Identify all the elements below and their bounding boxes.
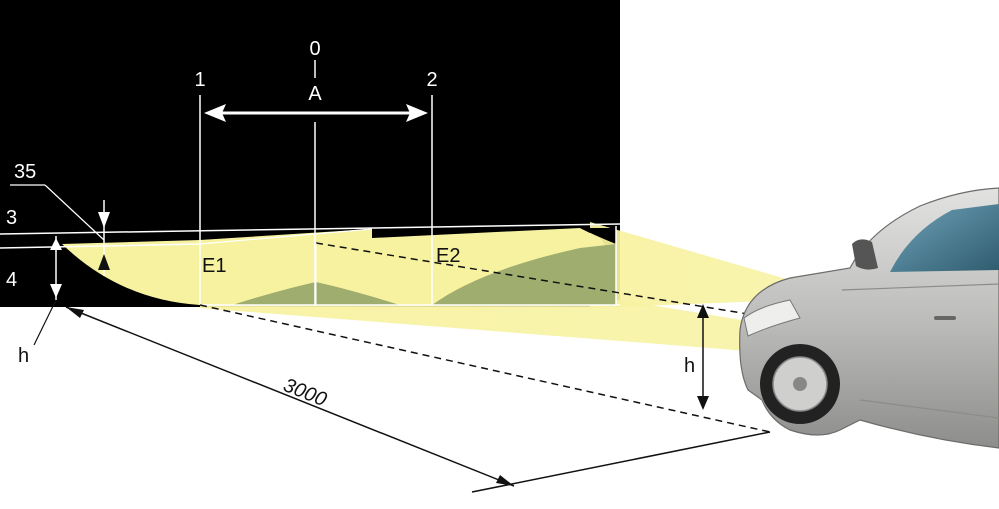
label-a: A xyxy=(308,83,322,105)
arrow-head-right xyxy=(406,104,428,122)
car-sill xyxy=(859,399,999,419)
car-illustration xyxy=(739,187,999,449)
beam-right xyxy=(590,222,790,308)
dim-h-left-arrow-up xyxy=(50,238,62,250)
dim-h-left-arrow-down xyxy=(50,284,62,298)
label-35: 35 xyxy=(14,161,36,183)
cutoff-line xyxy=(199,228,373,245)
dim-h-right-arrow-up xyxy=(697,304,709,318)
cutoff-notch xyxy=(580,228,616,244)
distance-arrow-end xyxy=(496,475,514,486)
label-e1: E1 xyxy=(202,255,226,277)
dashed-line-e2 xyxy=(315,242,761,317)
dim-35-arrow-up xyxy=(98,254,110,270)
car-wheel-hub xyxy=(793,377,807,391)
label-0: 0 xyxy=(309,38,320,60)
label-e2: E2 xyxy=(436,245,460,267)
beam-left xyxy=(200,300,790,352)
leader-35-diag xyxy=(44,184,105,241)
label-3000: 3000 xyxy=(280,374,329,411)
leader-h-left xyxy=(33,299,57,346)
line-4 xyxy=(0,243,201,249)
label-3: 3 xyxy=(6,207,17,229)
distance-arrow-start xyxy=(66,307,84,318)
dim-35-arrow-down xyxy=(98,212,110,228)
label-h-left: h xyxy=(18,345,29,367)
label-h-right: h xyxy=(684,355,695,377)
label-1: 1 xyxy=(194,69,205,91)
car-headlight xyxy=(743,299,801,337)
label-4: 4 xyxy=(6,269,17,291)
arrow-head-left xyxy=(204,104,226,122)
label-2: 2 xyxy=(426,69,437,91)
dashed-line-e1 xyxy=(199,304,771,433)
car-crease xyxy=(841,283,999,291)
car-mirror xyxy=(852,239,878,270)
ground-line xyxy=(471,431,771,493)
dim-h-right-arrow-down xyxy=(697,396,709,410)
beam-shadow-2 xyxy=(432,244,616,305)
car-windshield xyxy=(890,204,999,272)
distance-line xyxy=(65,306,515,487)
